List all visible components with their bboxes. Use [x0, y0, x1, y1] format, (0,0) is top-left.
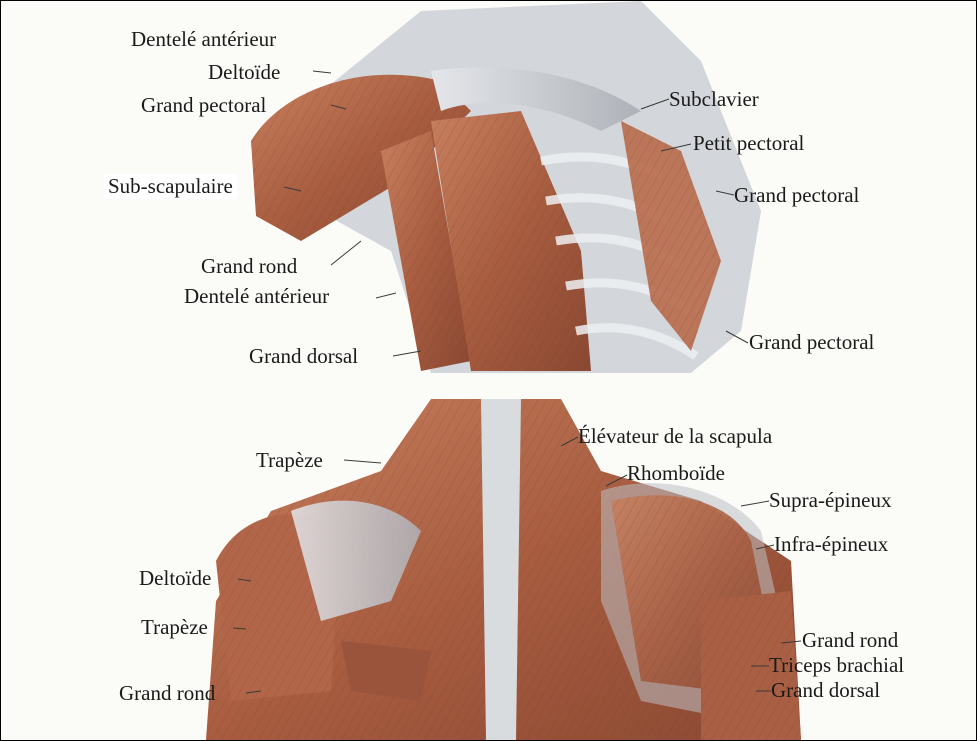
- label-grand-rond-top: Grand rond: [201, 256, 297, 277]
- label-dentele-anterieur-mid: Dentelé antérieur: [184, 286, 329, 307]
- label-grand-rond-right: Grand rond: [802, 630, 898, 651]
- label-grand-dorsal-bottom: Grand dorsal: [771, 680, 880, 701]
- label-supra-epineux: Supra-épineux: [769, 490, 891, 511]
- label-dentele-anterieur-top: Dentelé antérieur: [131, 29, 276, 50]
- label-grand-dorsal-top: Grand dorsal: [249, 346, 358, 367]
- label-grand-pectoral-right: Grand pectoral: [734, 185, 859, 206]
- label-triceps-brachial: Triceps brachial: [769, 655, 904, 676]
- label-infra-epineux: Infra-épineux: [774, 534, 888, 555]
- label-subclavier: Subclavier: [669, 89, 759, 110]
- label-trapeze-bottom: Trapèze: [141, 617, 208, 638]
- label-rhomboide: Rhomboïde: [627, 463, 725, 484]
- label-elevateur-scapula: Élévateur de la scapula: [578, 426, 772, 447]
- label-sub-scapulaire: Sub-scapulaire: [104, 174, 237, 199]
- label-trapeze-top: Trapèze: [256, 450, 323, 471]
- label-grand-rond-left: Grand rond: [119, 683, 215, 704]
- label-grand-pectoral-lower: Grand pectoral: [749, 332, 874, 353]
- label-deltoide-bottom: Deltoïde: [139, 568, 211, 589]
- top-chest-illustration: [251, 1, 761, 373]
- label-petit-pectoral: Petit pectoral: [693, 133, 804, 154]
- label-grand-pectoral-left: Grand pectoral: [141, 95, 266, 116]
- label-deltoide-top: Deltoïde: [208, 62, 280, 83]
